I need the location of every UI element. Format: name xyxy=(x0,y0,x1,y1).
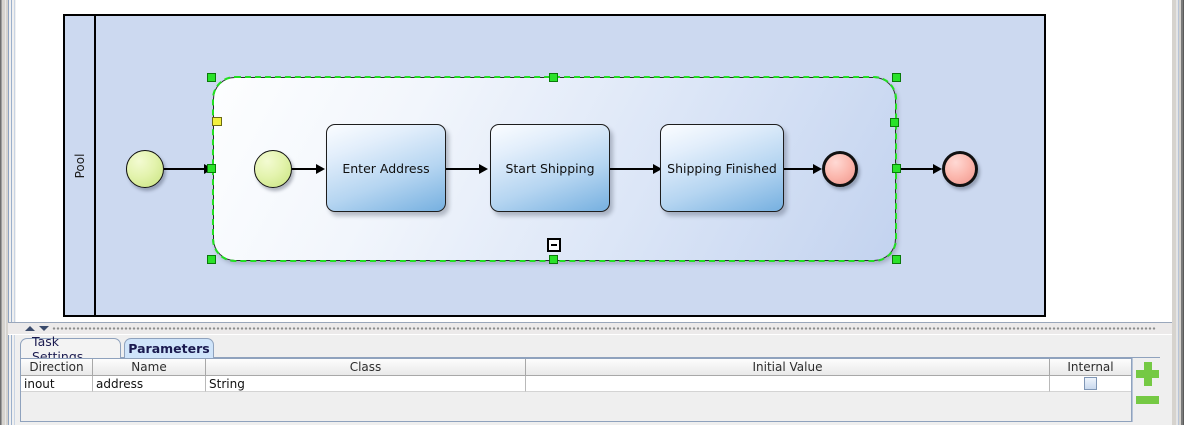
remove-parameter-minus-icon[interactable] xyxy=(1136,396,1159,404)
sequence-flow-4-arrowhead xyxy=(653,164,662,174)
column-header-direction[interactable]: Direction xyxy=(21,359,93,376)
resize-handle-top-left[interactable] xyxy=(207,73,216,82)
cell-direction[interactable]: inout xyxy=(21,376,93,392)
cell-internal[interactable] xyxy=(1050,376,1131,392)
resize-handle-bottom-left[interactable] xyxy=(207,255,216,264)
table-empty-area xyxy=(21,392,1131,421)
editor-vertical-scrollbar[interactable] xyxy=(8,0,16,322)
task-shipping-finished[interactable]: Shipping Finished xyxy=(660,124,784,212)
subprocess-collapse-minus-icon[interactable] xyxy=(547,238,561,252)
column-header-class[interactable]: Class xyxy=(206,359,526,376)
resize-handle-bottom-center[interactable] xyxy=(549,255,558,264)
diagram-canvas[interactable]: Pool Enter Address St xyxy=(16,0,1172,322)
cell-name[interactable]: address xyxy=(93,376,206,392)
column-header-internal[interactable]: Internal xyxy=(1050,359,1131,376)
resize-handle-middle-left[interactable] xyxy=(207,164,216,173)
sequence-flow-3-arrowhead xyxy=(479,164,488,174)
diagram-editor-panel: Pool Enter Address St xyxy=(8,0,1172,322)
column-header-initial-value[interactable]: Initial Value xyxy=(526,359,1050,376)
sequence-flow-2-arrowhead xyxy=(316,164,325,174)
collapse-up-arrow-icon[interactable] xyxy=(25,326,35,331)
sequence-flow-2[interactable] xyxy=(292,168,320,170)
panel-splitter[interactable] xyxy=(8,322,1172,335)
start-event-inner[interactable] xyxy=(254,150,292,188)
end-event-outer[interactable] xyxy=(942,151,978,187)
add-parameter-plus-icon[interactable] xyxy=(1136,361,1159,387)
splitter-grip[interactable] xyxy=(52,327,1156,330)
properties-panel: Task Settings Parameters Direction Name … xyxy=(8,334,1172,425)
resize-handle-bottom-right[interactable] xyxy=(892,255,901,264)
task-start-shipping[interactable]: Start Shipping xyxy=(490,124,610,212)
window-right-border xyxy=(1172,0,1184,425)
start-event-outer[interactable] xyxy=(126,150,164,188)
column-header-name[interactable]: Name xyxy=(93,359,206,376)
table-row[interactable]: inout address String xyxy=(21,376,1131,392)
cell-class[interactable]: String xyxy=(206,376,526,392)
resize-handle-right-upper[interactable] xyxy=(890,118,899,127)
sequence-flow-4[interactable] xyxy=(610,168,658,170)
internal-checkbox[interactable] xyxy=(1084,377,1097,390)
sequence-flow-5-arrowhead xyxy=(813,164,822,174)
sequence-flow-1[interactable] xyxy=(164,168,209,170)
pool-label-column: Pool xyxy=(65,16,96,315)
task-enter-address-label: Enter Address xyxy=(342,160,430,176)
collapse-down-arrow-icon[interactable] xyxy=(39,326,49,331)
resize-handle-middle-right[interactable] xyxy=(892,164,901,173)
end-event-inner[interactable] xyxy=(822,151,858,187)
tab-task-settings[interactable]: Task Settings xyxy=(20,334,121,364)
cell-initial-value[interactable] xyxy=(526,376,1050,392)
sequence-flow-5[interactable] xyxy=(784,168,819,170)
tab-parameters[interactable]: Parameters xyxy=(124,338,214,358)
tab-parameters-label: Parameters xyxy=(128,341,210,356)
parameters-table[interactable]: Direction Name Class Initial Value Inter… xyxy=(20,358,1132,422)
sequence-flow-3[interactable] xyxy=(446,168,484,170)
window-left-border xyxy=(0,0,8,425)
resize-handle-top-center[interactable] xyxy=(549,73,558,82)
resize-handle-top-right[interactable] xyxy=(892,73,901,82)
task-enter-address[interactable]: Enter Address xyxy=(326,124,446,212)
table-header-row: Direction Name Class Initial Value Inter… xyxy=(21,359,1131,376)
properties-left-border xyxy=(8,335,16,425)
label-handle[interactable] xyxy=(212,117,222,126)
parameter-actions xyxy=(1132,358,1160,422)
task-start-shipping-label: Start Shipping xyxy=(505,160,595,176)
sequence-flow-6-arrowhead xyxy=(933,164,942,174)
sequence-flow-6[interactable] xyxy=(896,168,938,170)
properties-tabstrip: Task Settings Parameters xyxy=(20,334,1160,364)
pool-label: Pool xyxy=(72,153,87,178)
task-shipping-finished-label: Shipping Finished xyxy=(667,160,777,176)
